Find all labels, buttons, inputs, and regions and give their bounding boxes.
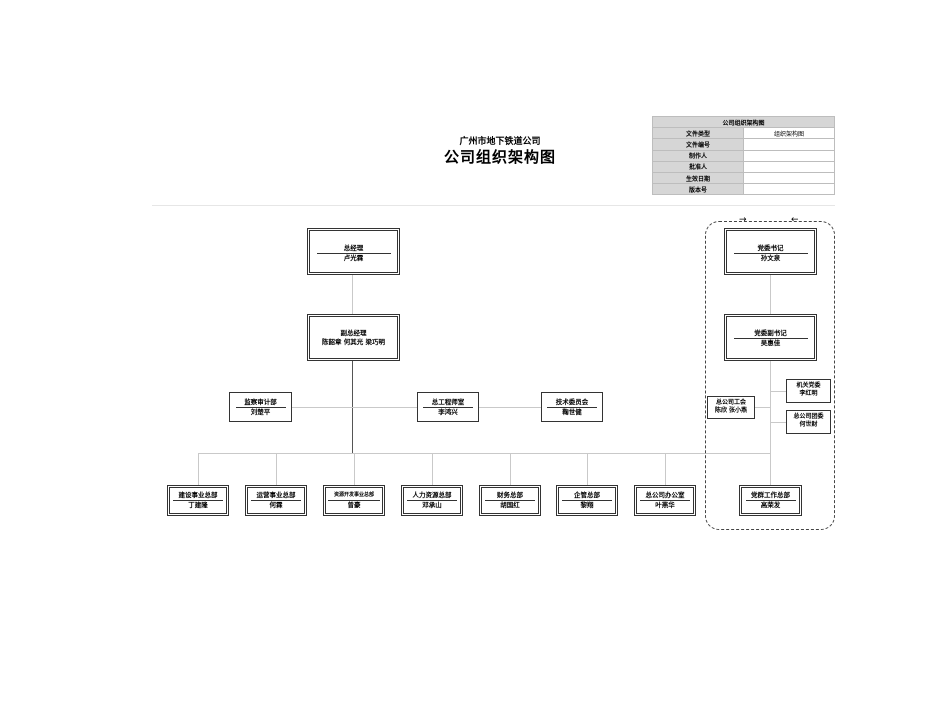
node-title: 监察审计部 (235, 398, 286, 408)
node-general-manager: 总经理 卢光霖 (307, 228, 400, 275)
connector-line (198, 453, 199, 485)
node-name: 何世财 (799, 421, 818, 428)
node-party-work-division: 党群工作总部 高荣发 (739, 485, 802, 516)
node-title: 运营事业总部 (251, 491, 301, 501)
node-tech-committee: 技术委员会 鞠世健 (541, 392, 603, 422)
node-name: 丁建隆 (188, 501, 208, 509)
node-name: 高荣发 (760, 501, 781, 509)
node-finance-division: 财务总部 胡国红 (479, 485, 541, 516)
info-label: 制作人 (652, 149, 744, 162)
connector-line (352, 360, 353, 453)
node-name: 李鸿兴 (438, 408, 458, 416)
node-name: 叶燕华 (655, 501, 675, 509)
info-table-heading: 公司组织架构图 (652, 115, 835, 129)
node-name: 何霖 (269, 501, 283, 509)
node-union: 总公司工会 陈欣 张小燕 (707, 396, 755, 419)
header-divider (152, 205, 835, 206)
node-human-resources-division: 人力资源总部 邓承山 (401, 485, 463, 516)
node-name: 陈欣 张小燕 (714, 407, 748, 414)
arrow-left-icon: ← (791, 215, 799, 225)
node-operations-division: 运营事业总部 何霖 (245, 485, 307, 516)
node-audit-dept: 监察审计部 刘楚平 (229, 392, 292, 422)
info-value (743, 160, 835, 173)
node-title: 总公司办公室 (640, 491, 690, 501)
node-youth-league: 总公司团委 何世财 (786, 410, 831, 434)
node-title: 企管总部 (562, 491, 612, 501)
connector-line (770, 422, 786, 423)
node-title: 人力资源总部 (407, 491, 457, 501)
connector-line (770, 391, 786, 392)
node-title: 资源开发事业总部 (328, 491, 380, 501)
node-name: 鞠世健 (562, 408, 582, 416)
page-title: 公司组织架构图 (443, 148, 556, 166)
node-title: 总公司工会 (715, 399, 746, 406)
party-group-boundary (705, 221, 835, 530)
node-title: 总经理 (316, 244, 391, 254)
document-info-table: 公司组织架构图 文件类型组织架构图 文件编号 制作人 批准人 生效日期 版本号 (652, 115, 835, 196)
node-chief-engineer-office: 总工程师室 李鸿兴 (417, 392, 479, 422)
node-deputy-general-manager: 副总经理 陈韶章 何其光 梁巧明 (307, 314, 400, 361)
node-name: 李红明 (799, 390, 818, 397)
node-title: 技术委员会 (547, 398, 597, 408)
info-value: 组织架构图 (743, 127, 835, 140)
node-title: 财务总部 (485, 491, 535, 501)
node-party-deputy-secretary: 党委副书记 吴惠佳 (724, 314, 817, 361)
node-title: 建设事业总部 (173, 491, 223, 501)
node-title: 机关党委 (796, 382, 821, 389)
info-label: 文件类型 (652, 127, 744, 140)
node-resource-development-division: 资源开发事业总部 曾豪 (323, 485, 385, 516)
node-name: 卢光霖 (343, 254, 364, 262)
connector-line (510, 453, 511, 485)
connector-line (354, 453, 355, 485)
node-party-secretary: 党委书记 孙文泉 (724, 228, 817, 275)
info-value (743, 183, 835, 196)
node-title: 副总经理 (340, 329, 367, 337)
info-value (743, 149, 835, 162)
node-title: 总公司团委 (793, 413, 824, 420)
node-name: 刘楚平 (250, 408, 271, 416)
connector-line (587, 453, 588, 485)
node-general-office: 总公司办公室 叶燕华 (634, 485, 696, 516)
company-name: 广州市地下铁道公司 (459, 137, 541, 147)
node-organ-party-committee: 机关党委 李红明 (786, 379, 831, 403)
node-name: 陈韶章 何其光 梁巧明 (321, 338, 386, 346)
connector-line (276, 453, 277, 485)
connector-line (198, 453, 771, 454)
node-name: 孙文泉 (760, 254, 781, 262)
info-label: 版本号 (652, 183, 744, 196)
connector-line (352, 275, 353, 315)
node-name: 黎翔 (580, 501, 594, 509)
node-name: 曾豪 (347, 501, 361, 509)
connector-line (432, 453, 433, 485)
node-name: 胡国红 (500, 501, 520, 509)
node-title: 党群工作总部 (745, 491, 796, 501)
node-name: 邓承山 (422, 501, 442, 509)
info-label: 批准人 (652, 160, 744, 173)
info-value (743, 138, 835, 151)
connector-line (770, 275, 771, 315)
node-name: 吴惠佳 (760, 339, 781, 347)
node-title: 党委副书记 (733, 329, 808, 339)
node-title: 总工程师室 (423, 398, 473, 408)
connector-line (665, 453, 666, 485)
node-title: 党委书记 (733, 244, 808, 254)
info-value (743, 171, 835, 185)
arrow-right-icon: → (739, 215, 747, 225)
connector-line (755, 407, 770, 408)
node-enterprise-management-division: 企管总部 黎翔 (556, 485, 618, 516)
info-label: 生效日期 (652, 171, 744, 185)
info-label: 文件编号 (652, 138, 744, 151)
node-construction-division: 建设事业总部 丁建隆 (167, 485, 229, 516)
